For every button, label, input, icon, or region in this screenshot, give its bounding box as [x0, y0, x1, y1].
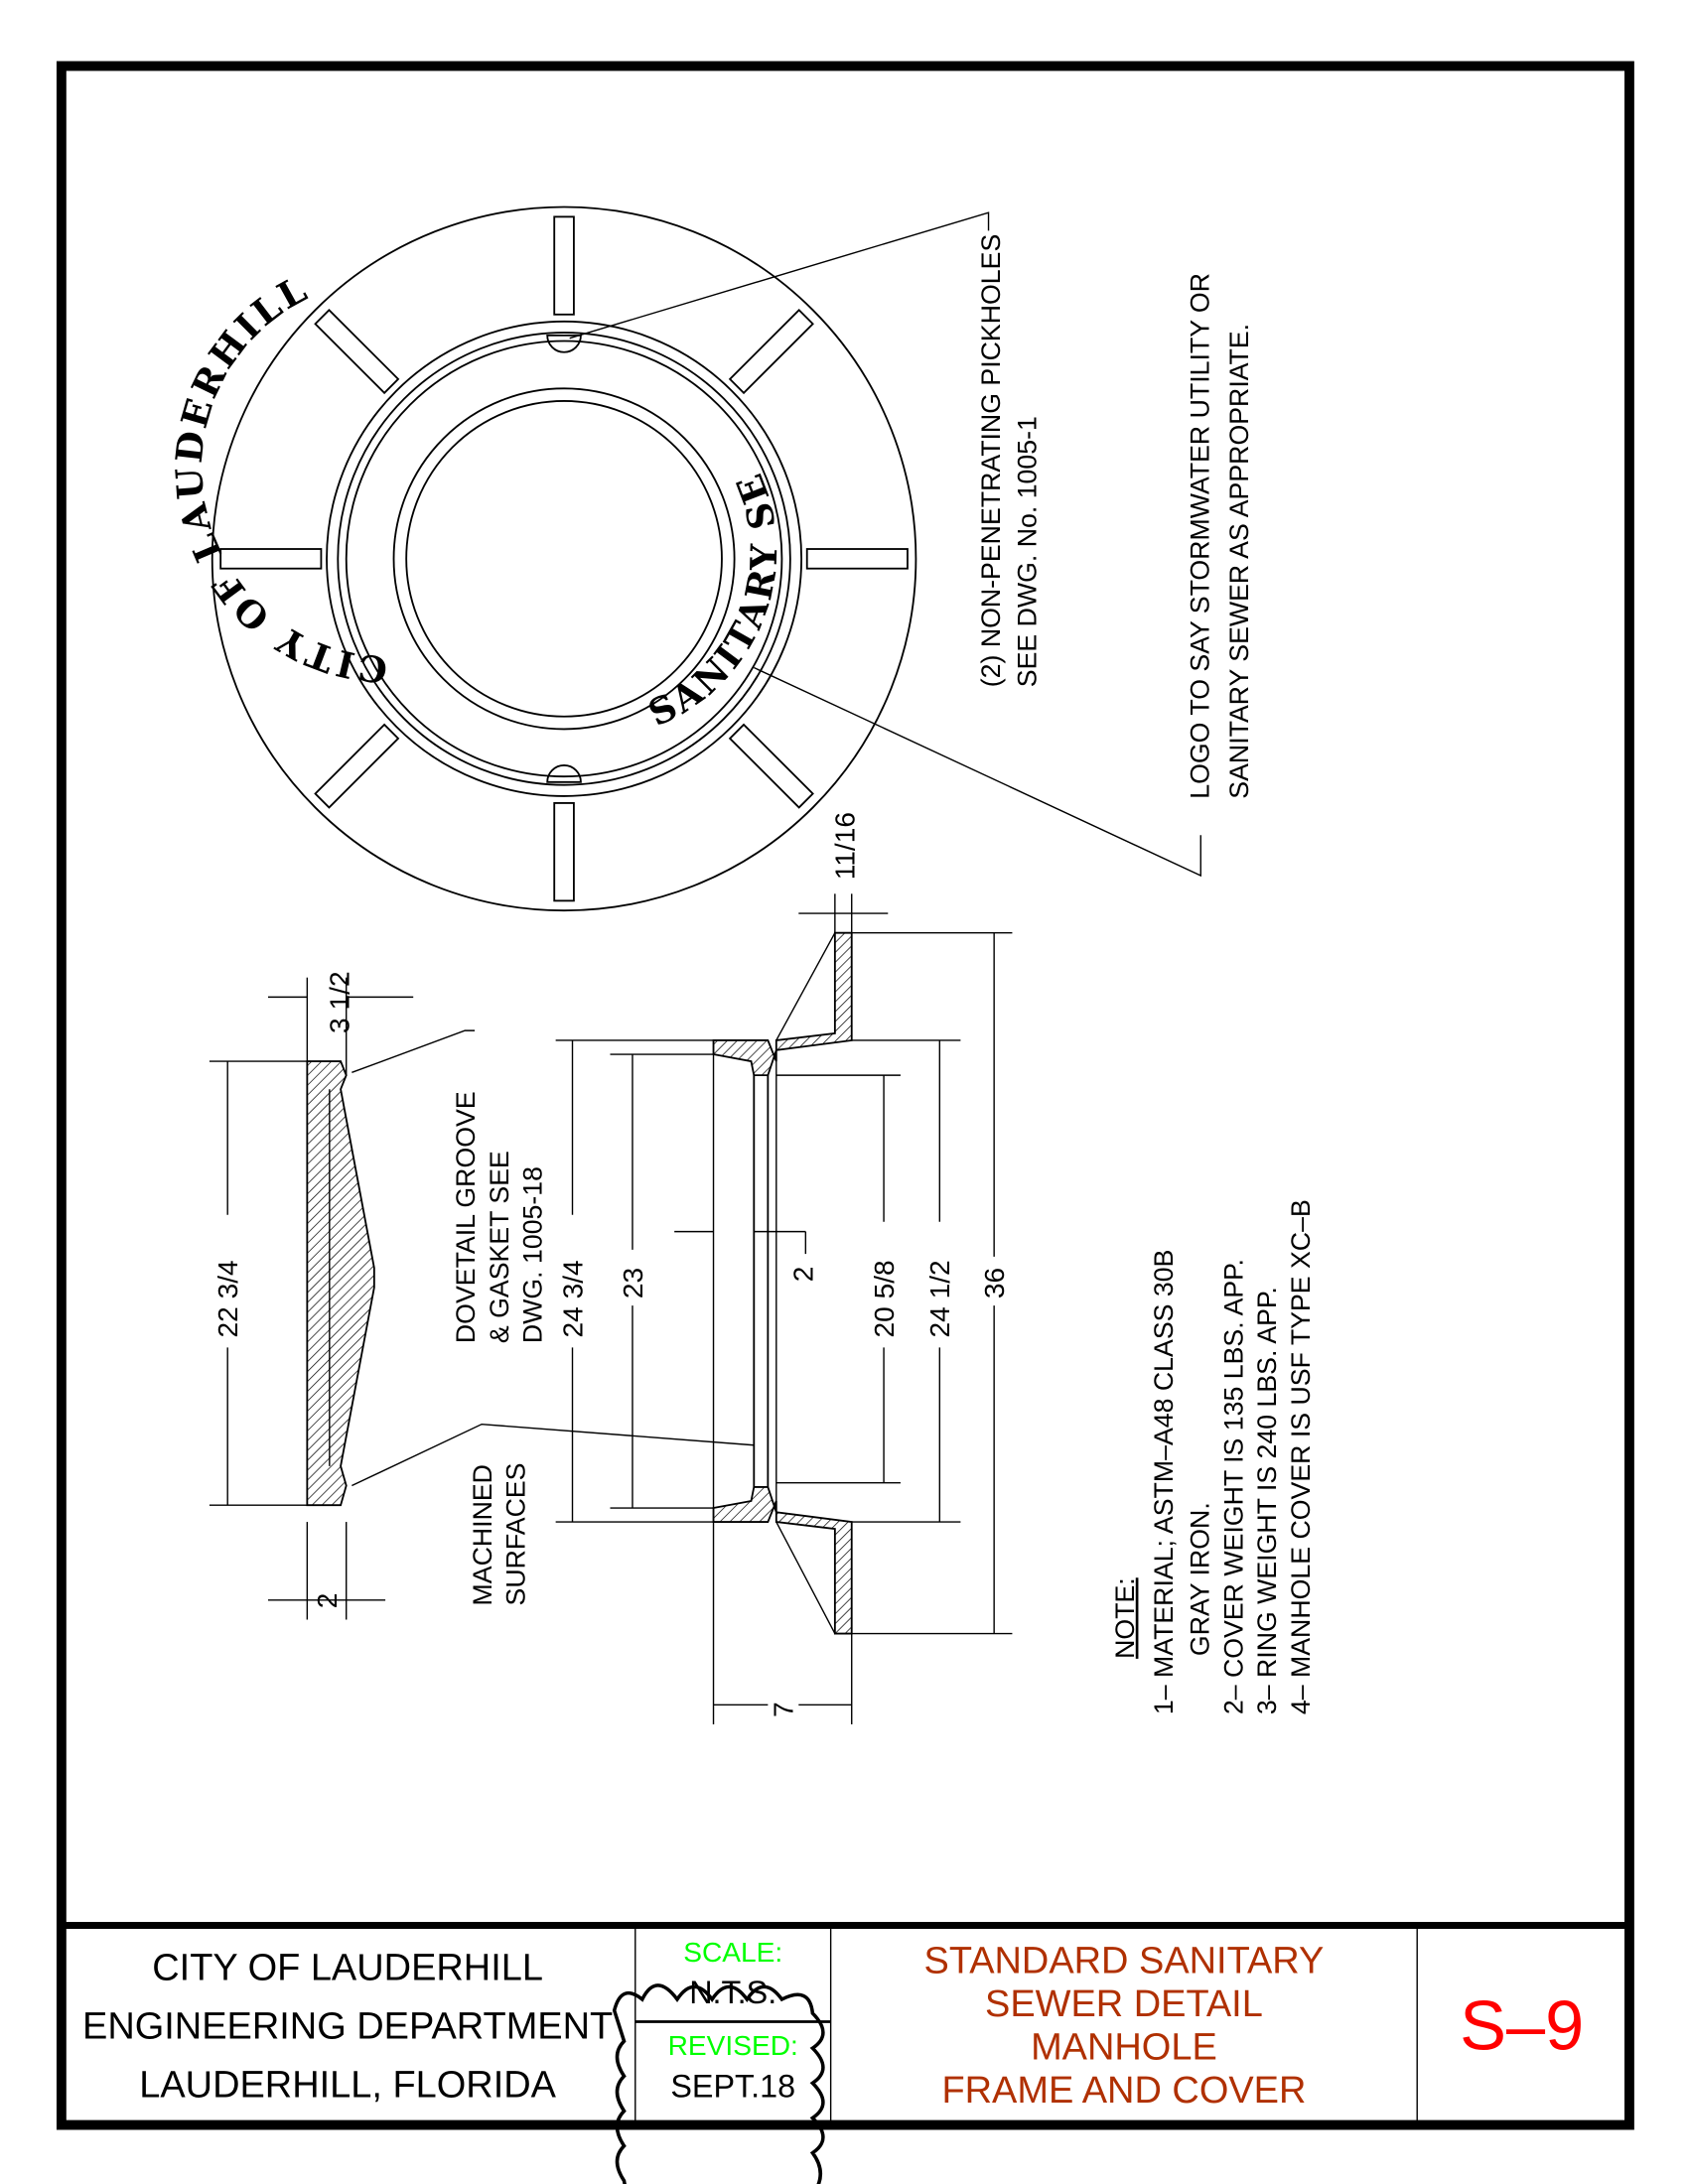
dim-frame-inner: 23: [618, 1268, 648, 1298]
groove-note-3: DWG. 1005-18: [518, 1166, 548, 1343]
logo-note-2: SANITARY SEWER AS APPROPRIATE.: [1224, 324, 1254, 799]
note-item: 1– MATERIAL; ASTM–A48 CLASS 30B: [1149, 1250, 1179, 1715]
title-line-4: FRAME AND COVER: [941, 2070, 1306, 2112]
leader-logo: [754, 666, 1201, 878]
seal-text-top: CITY OF LAUDERHILL: [168, 267, 386, 691]
notes: NOTE: 1– MATERIAL; ASTM–A48 CLASS 30B GR…: [1110, 1199, 1316, 1714]
dim-frame-depth: 7: [769, 1702, 799, 1717]
revised-label: REVISED:: [668, 2030, 798, 2061]
dim-frame-flange: 36: [979, 1268, 1010, 1298]
dim-cover-bottom: 2: [312, 1593, 343, 1609]
frame-section: [555, 893, 1013, 1724]
scale-value: N.T.S.: [689, 1975, 776, 2010]
ribs: [219, 215, 909, 902]
pickholes-note-1: (2) NON-PENETRATING PICKHOLES: [976, 234, 1006, 687]
machined-note-2: SURFACES: [501, 1463, 531, 1606]
revision-cloud: [612, 1983, 825, 2184]
title-line-1: STANDARD SANITARY: [924, 1940, 1325, 1981]
dim-cover-height: 22 3/4: [212, 1260, 243, 1337]
machined-note-1: MACHINED: [468, 1464, 497, 1605]
svg-text:CITY OF LAUDERHILL: CITY OF LAUDERHILL: [168, 267, 389, 691]
sheet-border: [56, 61, 1634, 2130]
dim-flange-thickness: 11/16: [830, 812, 861, 880]
agency-line-1: CITY OF LAUDERHILL: [152, 1947, 543, 1988]
pickhole-top: [546, 334, 582, 353]
cover-section: [209, 977, 755, 1620]
agency-line-2: ENGINEERING DEPARTMENT: [82, 2005, 613, 2047]
logo-note-1: LOGO TO SAY STORMWATER UTILITY OR: [1186, 273, 1215, 799]
revised-value: SEPT.18: [670, 2068, 795, 2104]
leader-pickholes: [569, 211, 990, 340]
sheet-number: S–9: [1460, 1986, 1584, 2065]
scale-label: SCALE:: [683, 1937, 782, 1968]
pickhole-bottom: [546, 764, 582, 783]
dim-frame-lip: 2: [787, 1267, 818, 1283]
dim-frame-seat: 24 1/2: [924, 1260, 955, 1337]
title-line-3: MANHOLE: [1031, 2026, 1217, 2068]
title-line-2: SEWER DETAIL: [985, 1983, 1263, 2025]
note-item: GRAY IRON.: [1186, 1502, 1215, 1656]
groove-note-2: & GASKET SEE: [485, 1151, 514, 1343]
note-item: 4– MANHOLE COVER IS USF TYPE XC–B: [1286, 1199, 1316, 1714]
notes-heading: NOTE:: [1110, 1577, 1140, 1659]
agency-line-3: LAUDERHILL, FLORIDA: [139, 2064, 556, 2106]
dim-frame-outer: 24 3/4: [557, 1260, 588, 1337]
dim-frame-opening: 20 5/8: [869, 1260, 900, 1337]
title-block: CITY OF LAUDERHILL ENGINEERING DEPARTMEN…: [82, 1925, 1584, 2184]
dim-cover-lip: 3 1/2: [325, 971, 355, 1033]
note-item: 2– COVER WEIGHT IS 135 LBS. APP.: [1218, 1259, 1248, 1714]
groove-note-1: DOVETAIL GROOVE: [451, 1091, 481, 1343]
note-item: 3– RING WEIGHT IS 240 LBS. APP.: [1252, 1287, 1282, 1714]
pickholes-note-2: SEE DWG. No. 1005-1: [1012, 416, 1042, 687]
